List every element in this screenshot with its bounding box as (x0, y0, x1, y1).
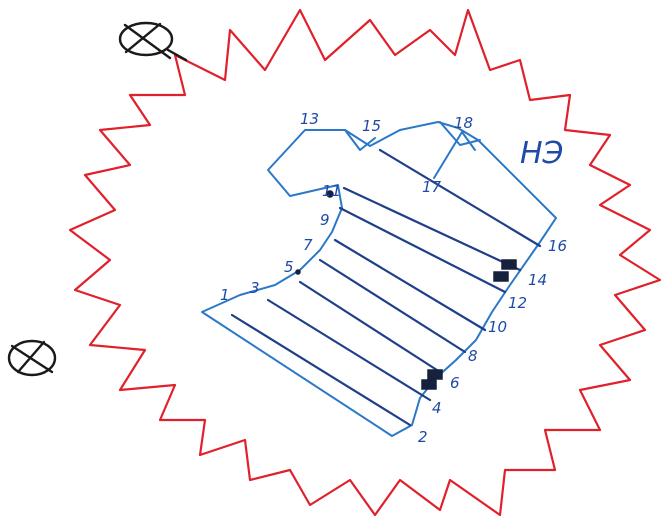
number-label: 5 (284, 258, 294, 276)
number-label: 11 (322, 182, 341, 200)
number-label: 3 (250, 279, 260, 297)
number-label: 13 (300, 110, 319, 128)
number-label: 6 (450, 374, 460, 392)
number-label: 4 (432, 399, 442, 417)
number-label: 8 (468, 347, 478, 365)
equipment-block (422, 380, 436, 389)
marker-top-left (120, 23, 186, 60)
number-label: 17 (422, 178, 442, 196)
number-label: 16 (548, 237, 567, 255)
equipment-block (494, 272, 508, 281)
number-label: 14 (528, 271, 547, 289)
number-label: 18 (454, 114, 473, 132)
number-label: 12 (508, 294, 527, 312)
number-label: 7 (303, 236, 313, 254)
marker-left (9, 341, 55, 375)
point-marker (296, 270, 300, 274)
number-label: 9 (320, 211, 330, 229)
zone-label: НЭ (520, 136, 564, 171)
number-label: 10 (488, 318, 507, 336)
number-label: 15 (362, 117, 381, 135)
zone-boundary (70, 10, 660, 515)
row-lines (232, 150, 540, 425)
number-label: 1 (220, 286, 230, 304)
equipment-block (428, 370, 442, 379)
leader-line (434, 132, 462, 178)
equipment-block (502, 260, 516, 269)
number-label: 2 (418, 428, 428, 446)
